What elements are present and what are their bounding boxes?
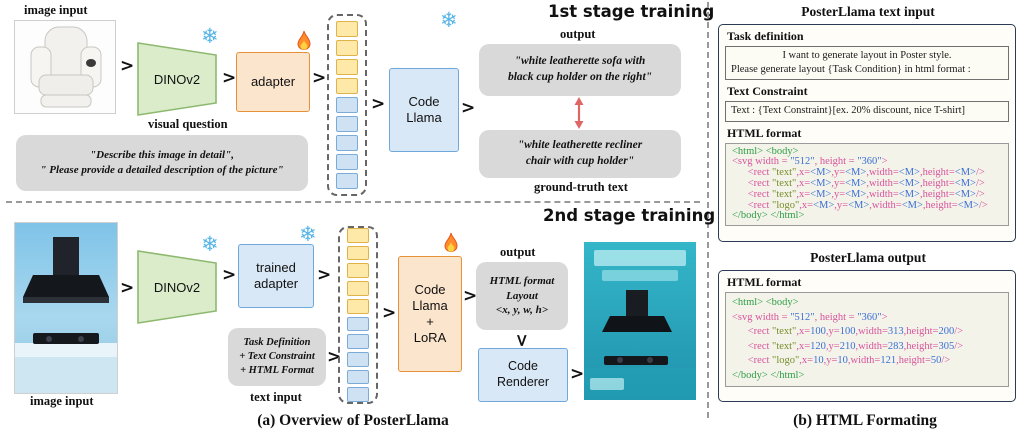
- stage2-image-input-label: image input: [30, 394, 94, 408]
- snowflake-icon: ❄: [201, 24, 219, 48]
- snowflake-icon: ❄: [201, 232, 219, 256]
- bidirectional-arrow-icon: [574, 97, 584, 129]
- task-definition-text: I want to generate layout in Poster styl…: [725, 46, 1009, 81]
- html-format-code-input: <html> <body><svg width = "512", height …: [725, 142, 1009, 227]
- panel-divider: [707, 2, 709, 418]
- arrow-right-icon: >: [120, 278, 135, 298]
- adapter-label: adapter: [250, 73, 296, 89]
- stage1-output-label: output: [560, 27, 596, 41]
- dinov2-encoder-stage2: DINOv2: [137, 250, 217, 324]
- fire-icon: [441, 232, 461, 261]
- task-input-box: Task Definition + Text Constraint + HTML…: [228, 328, 326, 386]
- stage-divider: [6, 201, 700, 203]
- output-text-box: "white leatherette sofa with black cup h…: [479, 44, 681, 96]
- output-panel: HTML format <html> <body><svg width = "5…: [718, 270, 1016, 402]
- arrow-right-icon: >: [371, 94, 386, 114]
- text-input-title: PosterLlama text input: [801, 4, 935, 19]
- stage2-title: 2nd stage training: [543, 206, 716, 225]
- trained-adapter-box: trained adapter: [238, 244, 314, 308]
- encoder-trapezoid: [137, 42, 217, 116]
- sofa-illustration: [15, 21, 115, 113]
- task-definition-header: Task definition: [727, 29, 804, 43]
- code-renderer-label: Code Renderer: [496, 359, 550, 389]
- code-llama-lora-label: Code Llama + LoRA: [412, 281, 448, 346]
- trained-adapter-label: trained adapter: [253, 259, 299, 291]
- text-constraint-header: Text Constraint: [727, 84, 808, 99]
- html-format-header-input: HTML format: [727, 125, 802, 140]
- token-stack-stage2: [338, 226, 378, 404]
- code-llama-box: Code Llama: [389, 68, 459, 152]
- html-format-header-output: HTML format: [727, 275, 802, 289]
- arrow-right-icon: >: [327, 347, 342, 367]
- html-layout-output-box: HTML format Layout <x, y, w, h>: [476, 262, 568, 330]
- code-renderer-box: Code Renderer: [478, 348, 568, 402]
- arrow-down-icon: >: [511, 333, 532, 348]
- caption-left: (a) Overview of PosterLlama: [257, 412, 449, 429]
- code-llama-lora-box: Code Llama + LoRA: [398, 256, 462, 372]
- html-format-code-output: <html> <body><svg width = "512", height …: [725, 292, 1009, 387]
- snowflake-icon: ❄: [299, 222, 317, 246]
- output-title: PosterLlama output: [810, 250, 926, 265]
- kitchen-input-image: [14, 222, 118, 394]
- arrow-right-icon: >: [463, 286, 478, 306]
- adapter-box: adapter: [236, 52, 310, 112]
- caption-right: (b) HTML Formating: [793, 412, 937, 429]
- text-constraint-text: Text : {Text Constraint}[ex. 20% discoun…: [725, 101, 1009, 122]
- stage2-output-label: output: [500, 245, 536, 259]
- stage1-image-input-label: image input: [24, 3, 88, 17]
- text-input-panel: Task definition I want to generate layou…: [718, 24, 1016, 242]
- arrow-right-icon: >: [312, 68, 327, 88]
- arrow-right-icon: >: [120, 56, 135, 76]
- arrow-right-icon: >: [222, 265, 237, 285]
- fire-icon: [294, 30, 314, 59]
- dinov2-label: DINOv2: [153, 279, 201, 295]
- dinov2-label: DINOv2: [153, 71, 201, 87]
- arrow-right-icon: >: [570, 364, 585, 384]
- task-definition-line1: I want to generate layout in Poster styl…: [782, 50, 952, 61]
- arrow-right-icon: >: [222, 68, 237, 88]
- dinov2-encoder-stage1: DINOv2: [137, 42, 217, 116]
- visual-question-label: visual question: [148, 117, 228, 131]
- encoder-trapezoid: [137, 250, 217, 324]
- arrow-right-icon: >: [382, 303, 397, 323]
- task-definition-line2: Please generate layout {Task Condition} …: [731, 64, 971, 76]
- stage1-title: 1st stage training: [548, 2, 715, 21]
- ground-truth-label: ground-truth text: [534, 180, 628, 194]
- arrow-right-icon: >: [461, 98, 476, 118]
- kitchen-illustration: [15, 223, 117, 393]
- token-stack-stage1: [327, 14, 367, 196]
- sofa-input-image: [14, 20, 116, 114]
- rendered-poster-image: [584, 242, 696, 400]
- text-input-label: text input: [250, 390, 302, 404]
- visual-question-box: "Describe this image in detail", " Pleas…: [16, 135, 308, 191]
- poster-illustration: [584, 242, 696, 400]
- snowflake-icon: ❄: [440, 8, 458, 32]
- ground-truth-text-box: "white leatherette recliner chair with c…: [479, 130, 681, 178]
- code-llama-label: Code Llama: [406, 93, 442, 125]
- arrow-right-icon: >: [317, 265, 332, 285]
